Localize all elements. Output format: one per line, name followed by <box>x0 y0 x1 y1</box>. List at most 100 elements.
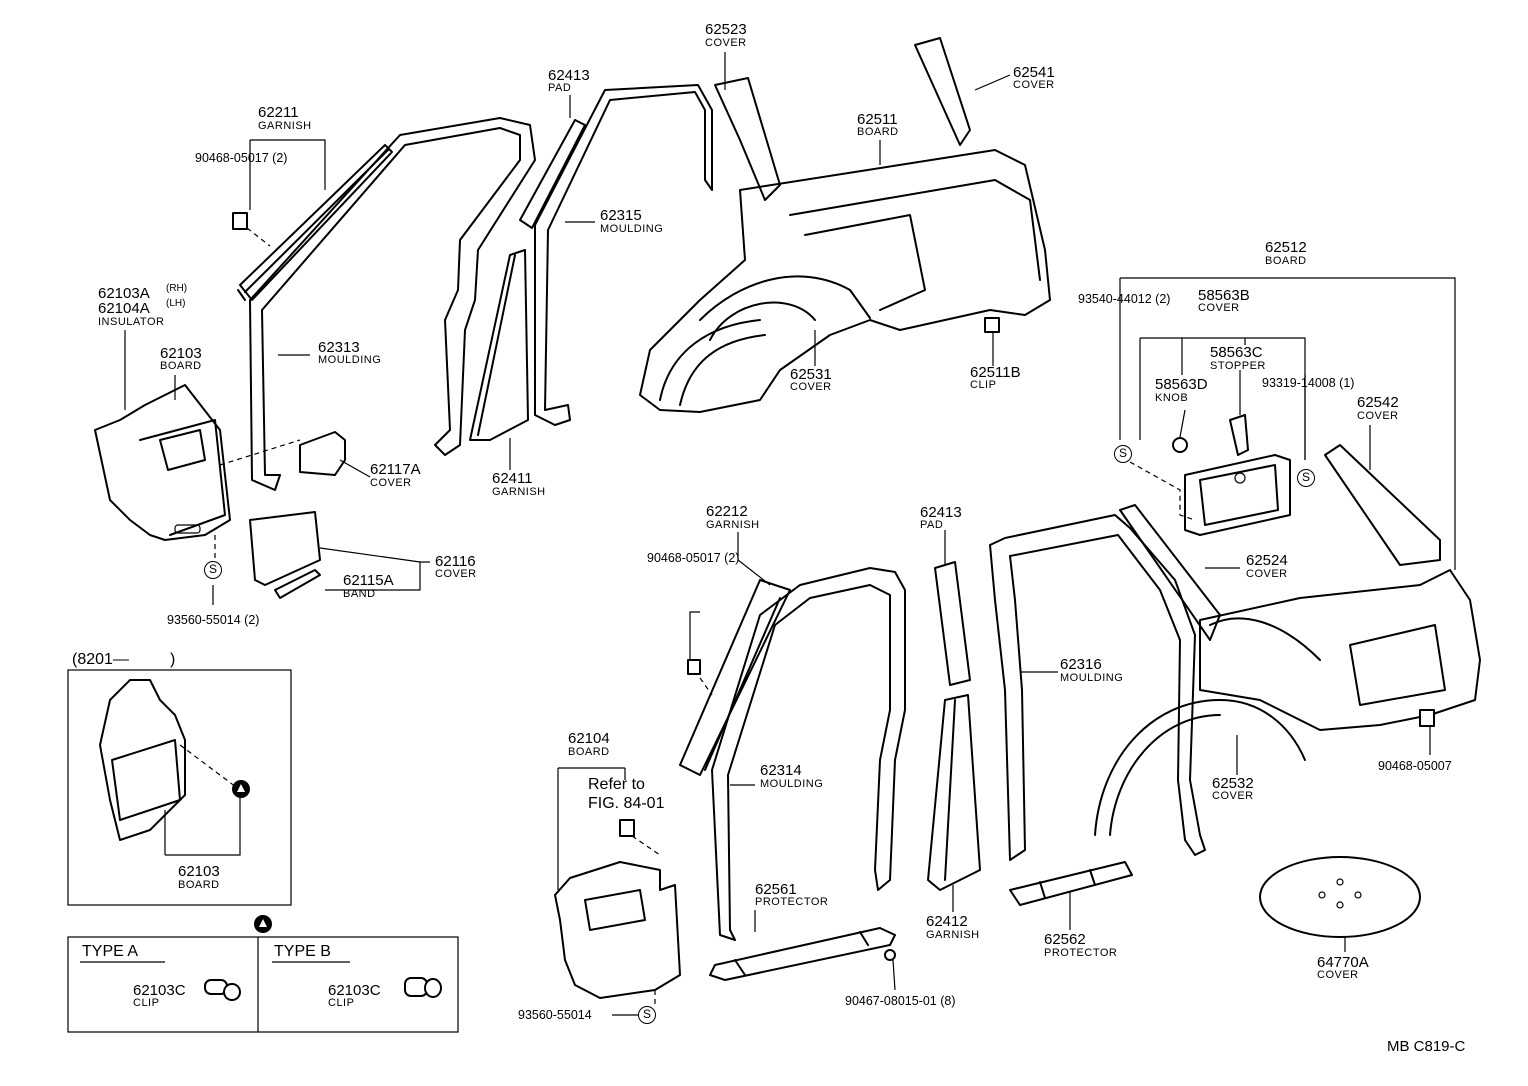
pad-62413b-drawing <box>934 561 971 686</box>
part-number-62524: 62524 <box>1246 552 1288 569</box>
triangle-mark-icon <box>254 915 272 933</box>
garnish-62412-drawing <box>927 694 981 891</box>
part-number-62412: 62412 <box>926 913 968 930</box>
moulding-62315-drawing <box>534 84 713 426</box>
board-62104-drawing <box>554 819 681 999</box>
s-mark-icon: S <box>1114 445 1132 463</box>
garnish-62411-drawing <box>469 249 529 441</box>
part-number-62541: 62541 <box>1013 64 1055 81</box>
part-name-62541: COVER <box>1013 79 1055 91</box>
type-a-part-number: 62103C <box>133 982 186 999</box>
moulding-62314-drawing <box>711 567 906 941</box>
part-side-lh: (LH) <box>166 298 186 309</box>
s-mark-icon: S <box>638 1006 656 1024</box>
part-number-62315: 62315 <box>600 207 642 224</box>
part-number-90468-05017-b: 90468-05017 (2) <box>647 551 740 565</box>
cover-62523-drawing <box>714 77 781 201</box>
garnish-62212-drawing <box>679 579 791 776</box>
part-name-insulator: INSULATOR <box>98 316 165 328</box>
cover-64770A-drawing <box>1259 856 1421 938</box>
part-name-62103: BOARD <box>160 360 202 372</box>
part-number-62413b: 62413 <box>920 504 962 521</box>
part-number-62211: 62211 <box>258 104 299 121</box>
type-a-part-name: CLIP <box>133 997 160 1009</box>
inset-period-end: ) <box>170 651 176 668</box>
part-number-62116: 62116 <box>435 553 476 570</box>
part-number-62542: 62542 <box>1357 394 1399 411</box>
cover-62542-drawing <box>1324 444 1441 566</box>
part-name-62523: COVER <box>705 37 747 49</box>
part-number-62103: 62103 <box>160 345 202 362</box>
cover-58563B-drawing <box>1184 454 1291 536</box>
part-number-62413: 62413 <box>548 67 590 84</box>
part-number-62117A: 62117A <box>370 461 421 478</box>
part-number-62314: 62314 <box>760 762 802 779</box>
part-number-62531: 62531 <box>790 366 832 383</box>
part-name-62314: MOULDING <box>760 778 824 790</box>
part-number-62561: 62561 <box>755 881 797 898</box>
part-number-62313: 62313 <box>318 339 360 356</box>
part-name-62561: PROTECTOR <box>755 896 829 908</box>
cover-62116-drawing <box>249 511 321 586</box>
part-number-90468-05007: 90468-05007 <box>1378 759 1452 773</box>
cover-62532-drawing <box>1094 699 1306 836</box>
s-mark-icon: S <box>204 561 222 579</box>
cover-62541-drawing <box>914 37 971 146</box>
part-name-62524: COVER <box>1246 568 1288 580</box>
part-name-62531: COVER <box>790 381 832 393</box>
type-a-label: TYPE A <box>82 943 139 960</box>
part-number-93540-44012: 93540-44012 (2) <box>1078 292 1171 306</box>
pad-62413-drawing <box>519 119 586 229</box>
part-number-62104: 62104 <box>568 730 610 747</box>
part-name-62413b: PAD <box>920 519 944 531</box>
part-number-62512: 62512 <box>1265 239 1307 256</box>
type-b-label: TYPE B <box>274 943 331 960</box>
board-62103-drawing <box>94 384 231 541</box>
part-side-rh: (RH) <box>166 283 188 294</box>
part-number-62562: 62562 <box>1044 931 1086 948</box>
part-number-90467-08015-01: 90467-08015-01 (8) <box>845 994 956 1008</box>
part-number-62104A: 62104A <box>98 300 150 317</box>
part-name-62211: GARNISH <box>258 120 312 132</box>
part-name-62212: GARNISH <box>706 519 760 531</box>
part-name-62117A: COVER <box>370 477 412 489</box>
part-number-62115A: 62115A <box>343 572 394 589</box>
stopper-58563C-drawing <box>1229 414 1249 456</box>
garnish-62211-drawing <box>232 144 393 301</box>
part-number-93560-55014-b: 93560-55014 <box>518 1008 592 1022</box>
moulding-62316-drawing <box>989 514 1206 861</box>
s-mark-icon: S <box>1297 469 1315 487</box>
part-name-62542: COVER <box>1357 410 1399 422</box>
part-name-62562: PROTECTOR <box>1044 947 1118 959</box>
part-name-62512: BOARD <box>1265 255 1307 267</box>
part-name-62115A: BAND <box>343 588 376 600</box>
inset-part-number-62103: 62103 <box>178 863 220 880</box>
part-number-58563C: 58563C <box>1210 344 1263 361</box>
board-62511-drawing <box>639 149 1051 413</box>
part-number-64770A: 64770A <box>1317 954 1369 971</box>
type-b-part-name: CLIP <box>328 997 355 1009</box>
part-number-62532: 62532 <box>1212 775 1254 792</box>
part-number-62511B: 62511B <box>970 364 1021 381</box>
moulding-62313-drawing <box>249 117 536 491</box>
board-62512-drawing <box>1199 569 1481 731</box>
part-number-58563D: 58563D <box>1155 376 1208 393</box>
part-number-62511: 62511 <box>857 111 898 128</box>
part-number-58563B: 58563B <box>1198 287 1250 304</box>
part-name-58563C: STOPPER <box>1210 360 1266 372</box>
part-name-62315: MOULDING <box>600 223 664 235</box>
part-name-58563D: KNOB <box>1155 392 1189 404</box>
triangle-mark-icon <box>232 780 250 798</box>
inset-box <box>67 669 292 906</box>
type-b-part-number: 62103C <box>328 982 381 999</box>
part-name-62411: GARNISH <box>492 486 546 498</box>
protector-62561-drawing <box>709 927 896 981</box>
part-name-62412: GARNISH <box>926 929 980 941</box>
inset-board-drawing <box>99 679 186 841</box>
part-number-62411: 62411 <box>492 470 533 487</box>
part-name-62313: MOULDING <box>318 354 382 366</box>
leader-lines <box>124 52 1456 1016</box>
part-number-62316: 62316 <box>1060 656 1102 673</box>
